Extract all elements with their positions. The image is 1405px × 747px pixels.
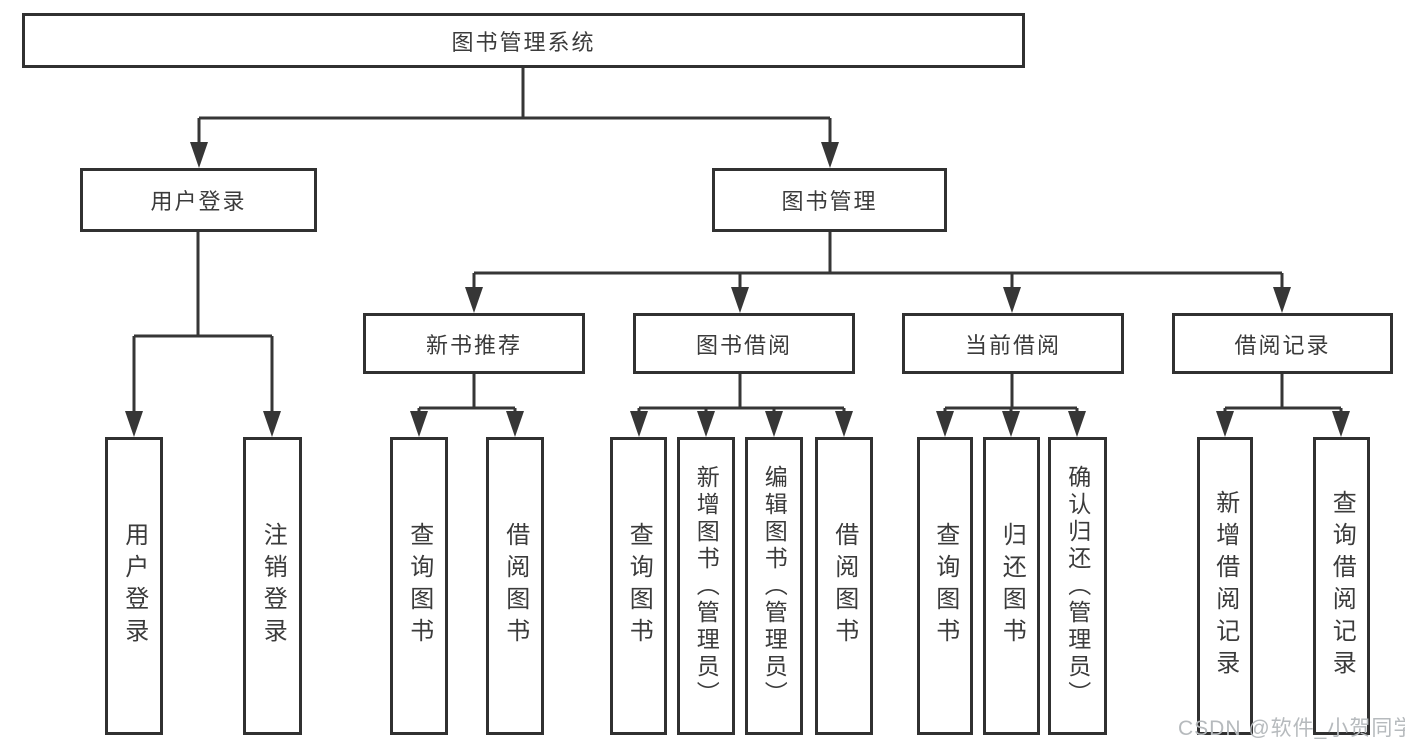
leaf-query-book-recommend-label: 查询图书 — [405, 522, 433, 650]
leaf-query-book-borrow-label: 查询图书 — [625, 522, 653, 650]
leaf-borrow-book-label: 借阅图书 — [830, 522, 858, 650]
leaf-return-book: 归还图书 — [983, 437, 1040, 735]
arrowhead-icon — [936, 411, 954, 437]
leaf-query-borrow-record: 查询借阅记录 — [1313, 437, 1370, 735]
node-current-borrow: 当前借阅 — [902, 313, 1124, 374]
node-root-label: 图书管理系统 — [451, 29, 596, 55]
node-borrow-record-label: 借阅记录 — [1234, 332, 1331, 358]
leaf-add-book-admin-label: 新增图书（管理员） — [693, 464, 720, 708]
arrowhead-icon — [835, 411, 853, 437]
node-user-login-label: 用户登录 — [150, 189, 247, 214]
node-user-login: 用户登录 — [80, 168, 317, 232]
arrowhead-icon — [1273, 287, 1291, 313]
arrowhead-icon — [731, 287, 749, 313]
leaf-user-login-label: 用户登录 — [120, 522, 148, 650]
leaf-borrow-book: 借阅图书 — [815, 437, 873, 735]
arrowhead-icon — [465, 287, 483, 313]
leaf-logout-label: 注销登录 — [259, 522, 287, 650]
leaf-logout: 注销登录 — [243, 437, 302, 735]
arrowhead-icon — [697, 411, 715, 437]
leaf-borrow-book-recommend: 借阅图书 — [486, 437, 544, 735]
node-new-book-recommend: 新书推荐 — [363, 313, 585, 374]
leaf-query-book-recommend: 查询图书 — [390, 437, 448, 735]
leaf-query-book-current: 查询图书 — [917, 437, 973, 735]
leaf-edit-book-admin: 编辑图书（管理员） — [745, 437, 803, 735]
arrowhead-icon — [410, 411, 428, 437]
leaf-user-login: 用户登录 — [105, 437, 163, 735]
leaf-confirm-return-admin-label: 确认归还（管理员） — [1064, 464, 1091, 708]
arrowhead-icon — [263, 411, 281, 437]
arrowhead-icon — [125, 411, 143, 437]
arrowhead-icon — [1003, 287, 1021, 313]
node-book-borrow-label: 图书借阅 — [695, 332, 792, 358]
arrowhead-icon — [1002, 411, 1020, 437]
arrowhead-icon — [1068, 411, 1086, 437]
node-new-book-recommend-label: 新书推荐 — [425, 332, 522, 358]
node-book-management-label: 图书管理 — [781, 189, 878, 214]
leaf-query-book-current-label: 查询图书 — [931, 522, 959, 650]
arrowhead-icon — [1216, 411, 1234, 437]
leaf-confirm-return-admin: 确认归还（管理员） — [1048, 437, 1107, 735]
leaf-query-book-borrow: 查询图书 — [610, 437, 667, 735]
node-book-management: 图书管理 — [712, 168, 947, 232]
leaf-edit-book-admin-label: 编辑图书（管理员） — [761, 464, 788, 708]
node-root: 图书管理系统 — [22, 13, 1025, 68]
arrowhead-icon — [765, 411, 783, 437]
arrowhead-icon — [630, 411, 648, 437]
leaf-borrow-book-recommend-label: 借阅图书 — [501, 522, 529, 650]
connector-path — [132, 67, 1343, 431]
leaf-add-borrow-record: 新增借阅记录 — [1197, 437, 1253, 735]
node-borrow-record: 借阅记录 — [1172, 313, 1393, 374]
node-book-borrow: 图书借阅 — [633, 313, 855, 374]
leaf-add-book-admin: 新增图书（管理员） — [677, 437, 735, 735]
arrowhead-icon — [506, 411, 524, 437]
leaf-return-book-label: 归还图书 — [998, 522, 1026, 650]
csdn-watermark: CSDN @软件_小贺同学 — [1178, 717, 1405, 740]
leaf-query-borrow-record-label: 查询借阅记录 — [1328, 490, 1356, 682]
node-current-borrow-label: 当前借阅 — [964, 332, 1061, 358]
leaf-add-borrow-record-label: 新增借阅记录 — [1211, 490, 1239, 682]
arrowhead-group — [125, 142, 1350, 437]
arrowhead-icon — [821, 142, 839, 168]
arrowhead-icon — [190, 142, 208, 168]
arrowhead-icon — [1332, 411, 1350, 437]
